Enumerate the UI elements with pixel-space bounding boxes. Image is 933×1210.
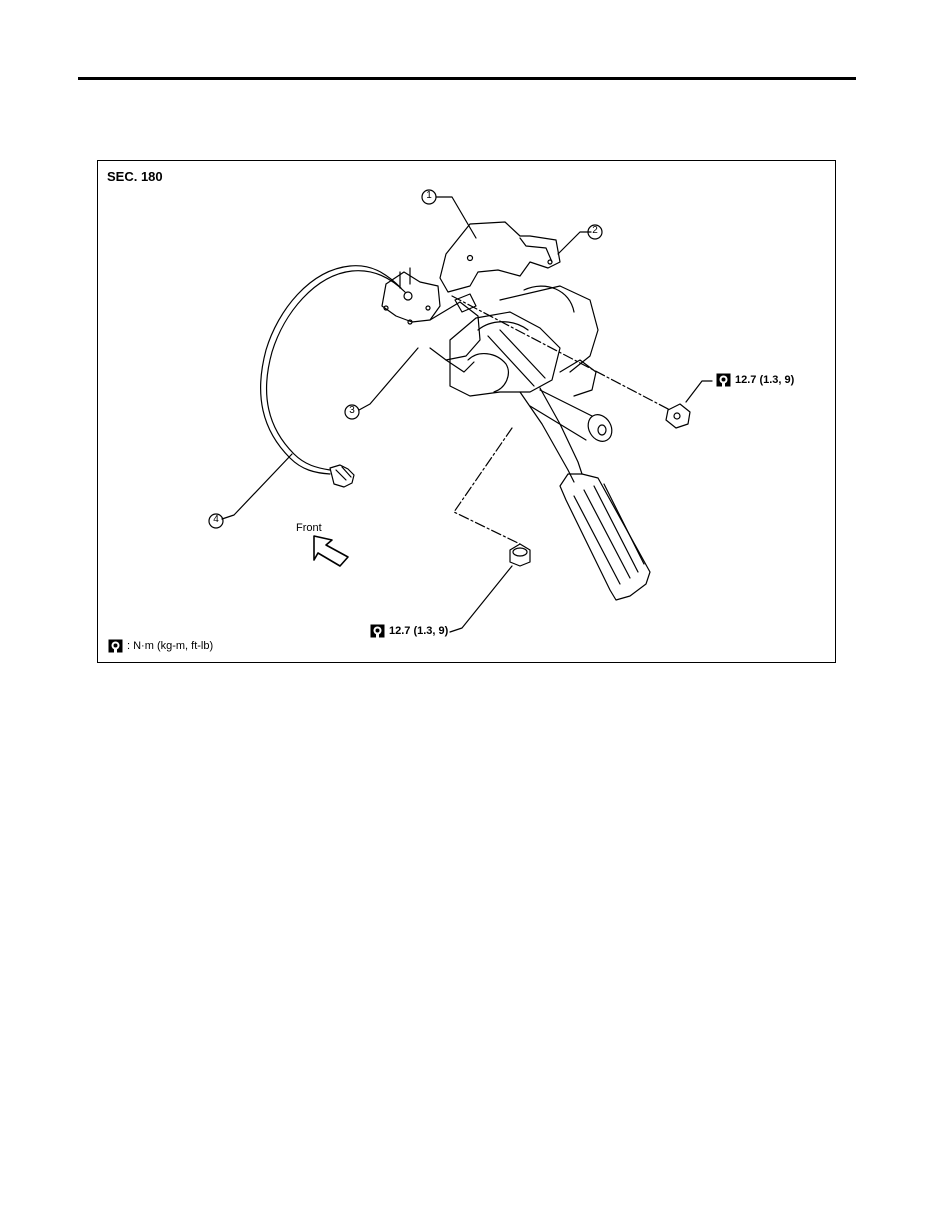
callout-2 [587,224,603,240]
callout-3-number: 3 [349,405,355,416]
mounting-bracket [439,221,561,313]
pivot-shaft [529,389,613,442]
callout-1 [421,189,437,205]
front-label: Front [296,522,322,534]
callout-2-number: 2 [592,225,598,236]
callout-4-number: 4 [213,514,219,525]
callout-1-number: 1 [426,190,432,201]
torque-value-bottom: 12.7 (1.3, 9) [389,625,449,637]
nut-right [665,403,691,429]
accelerator-pedal [519,387,651,601]
center-lines [451,295,671,545]
callout-3 [344,404,360,420]
legend-text: : N·m (kg-m, ft-lb) [127,640,214,652]
torque-legend: : N·m (kg-m, ft-lb) [108,639,213,653]
pedal-sensor-unit [381,267,481,373]
torque-wrench-icon [108,639,123,653]
harness-cable [260,265,406,488]
torque-value-right: 12.7 (1.3, 9) [735,374,795,386]
torque-wrench-icon [716,373,731,387]
pedal-arm-housing [449,285,599,397]
torque-spec-right: 12.7 (1.3, 9) [716,373,794,387]
callout-4 [208,513,224,529]
page-header-rule [78,77,856,80]
figure-frame [97,160,836,663]
torque-spec-bottom: 12.7 (1.3, 9) [370,624,448,638]
nut-bottom [509,543,531,567]
leader-lines [221,196,713,633]
torque-wrench-icon [370,624,385,638]
section-label: SEC. 180 [107,169,163,184]
front-direction-arrow-icon [313,535,349,567]
